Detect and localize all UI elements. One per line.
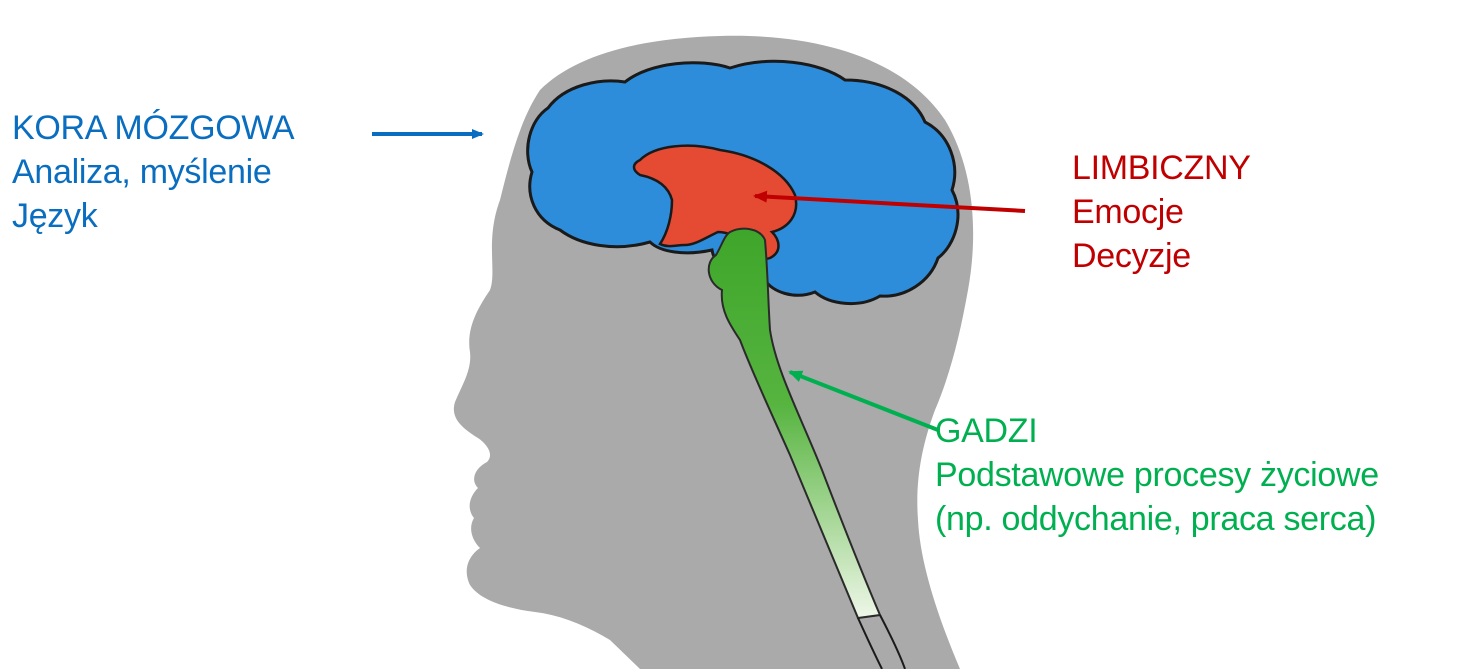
limbic-title: LIMBICZNY — [1072, 146, 1251, 190]
reptilian-title: GADZI — [935, 409, 1379, 453]
cortex-desc-1: Analiza, myślenie — [12, 150, 294, 194]
cortex-title: KORA MÓZGOWA — [12, 106, 294, 150]
reptilian-desc-1: Podstawowe procesy życiowe — [935, 453, 1379, 497]
limbic-desc-1: Emocje — [1072, 190, 1251, 234]
limbic-label: LIMBICZNY Emocje Decyzje — [1072, 146, 1251, 278]
reptilian-desc-2: (np. oddychanie, praca serca) — [935, 497, 1379, 541]
reptilian-label: GADZI Podstawowe procesy życiowe (np. od… — [935, 409, 1379, 541]
limbic-desc-2: Decyzje — [1072, 234, 1251, 278]
cortex-desc-2: Język — [12, 194, 294, 238]
cortex-label: KORA MÓZGOWA Analiza, myślenie Język — [12, 106, 294, 238]
